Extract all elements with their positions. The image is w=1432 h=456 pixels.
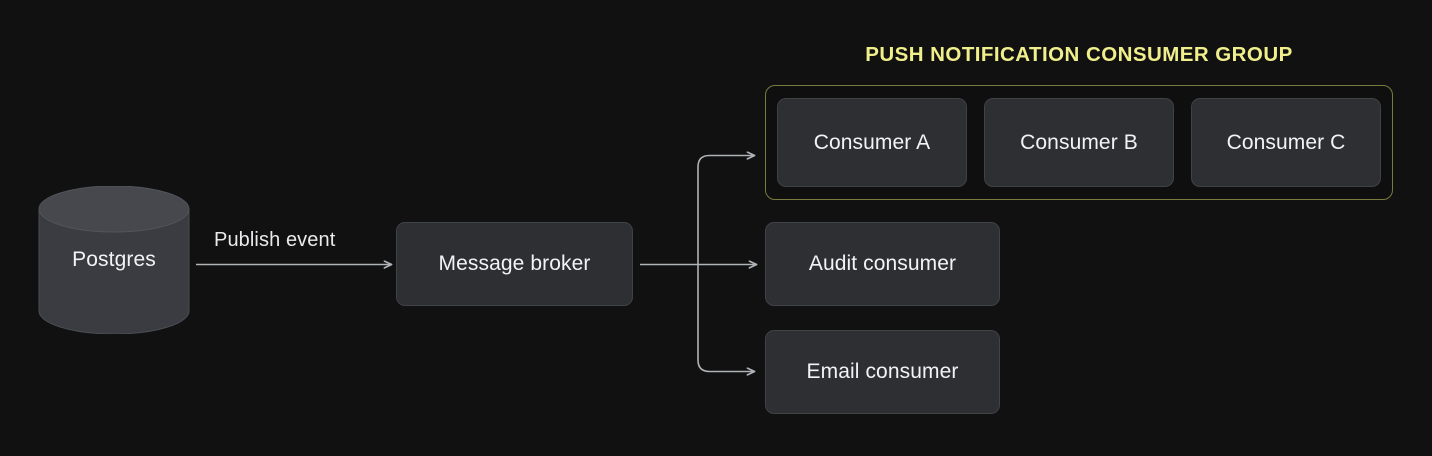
consumer-group-title: PUSH NOTIFICATION CONSUMER GROUP	[865, 43, 1293, 66]
edge-label-publish-event: Publish event	[214, 229, 336, 251]
consumer-b-node[interactable]: Consumer B	[984, 98, 1174, 187]
audit-consumer-label: Audit consumer	[808, 252, 957, 275]
email-consumer-label: Email consumer	[806, 360, 959, 383]
edge-to-email-consumer	[697, 264, 755, 372]
consumer-c-node[interactable]: Consumer C	[1191, 98, 1381, 187]
consumer-b-label: Consumer B	[1020, 130, 1138, 154]
audit-consumer-node[interactable]: Audit consumer	[765, 222, 1000, 306]
push-notification-consumer-group: Consumer A Consumer B Consumer C	[765, 85, 1393, 200]
edge-to-consumer-group	[697, 156, 755, 265]
consumer-c-label: Consumer C	[1226, 130, 1346, 154]
consumer-a-node[interactable]: Consumer A	[777, 98, 967, 187]
message-broker-label: Message broker	[438, 252, 591, 275]
message-broker-node[interactable]: Message broker	[396, 222, 633, 306]
email-consumer-node[interactable]: Email consumer	[765, 330, 1000, 414]
cylinder-icon	[38, 186, 190, 334]
postgres-label: Postgres	[72, 248, 156, 271]
postgres-database-node[interactable]: Postgres	[38, 186, 190, 334]
consumer-a-label: Consumer A	[813, 130, 931, 154]
